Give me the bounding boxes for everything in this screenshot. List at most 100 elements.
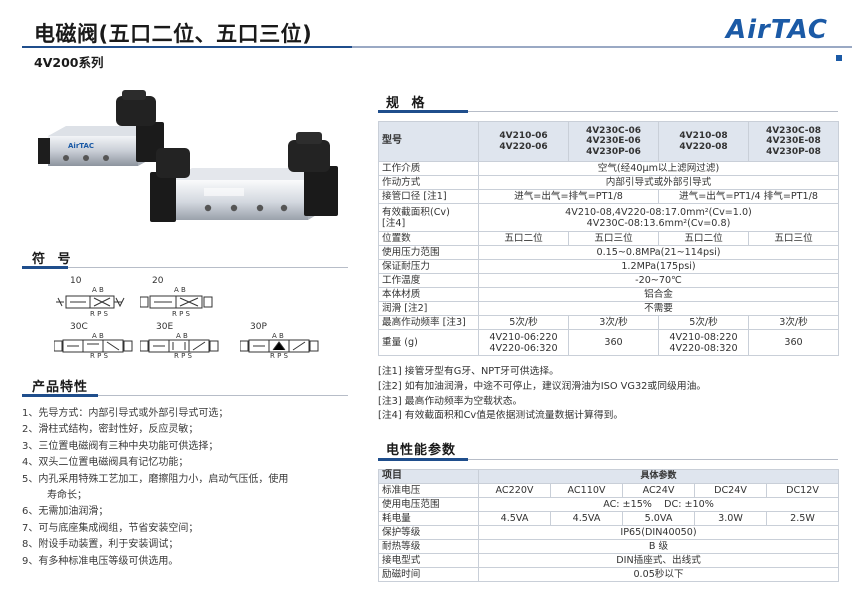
specs-heading: 规 格 [386,96,429,111]
table-row: 耐热等级 B 级 [378,539,840,554]
row-value-line: 4V230C-08:13.6mm²(Cv=0.8) [586,217,731,229]
row-value: 0.05秒以下 [477,567,840,582]
table-row: 润滑 [注2] 不需要 [378,301,839,316]
page-subtitle: 4V200系列 [34,55,104,70]
table-row: 使用压力范围 0.15~0.8MPa(21~114psi) [378,245,839,260]
table-row: 保证耐压力 1.2MPa(175psi) [378,259,839,274]
title-divider [22,46,852,48]
row-label: 保证耐压力 [378,259,479,274]
row-value: AC110V [550,483,623,498]
specs-header-label: 型号 [378,121,479,162]
symbol-ports-top: A B [272,332,284,340]
brand-logo-mark: AirTAC [724,15,828,45]
row-value: 2.5W [765,511,840,526]
row-value: 铝合金 [478,287,839,302]
feature-item: 7、可与底座集成阀组，节省安装空间； [22,522,199,534]
symbol-ports-top: A B [92,286,104,294]
row-value: 1.2MPa(175psi) [478,259,839,274]
table-row: 重量 (g) 4V210-06:220 4V220-06:320 360 4V2… [378,329,839,356]
symbol-ports-bottom: R P S [174,352,192,360]
row-label: 励磁时间 [378,567,479,582]
specs-model-col: 4V210-06 4V220-06 [478,121,569,162]
row-label: 耗电量 [378,511,479,526]
table-row: 本体材质 铝合金 [378,287,839,302]
electrical-table: 项目 具体参数 标准电压 AC220V AC110V AC24V DC24V D… [378,469,840,582]
table-row: 位置数 五口二位 五口三位 五口二位 五口三位 [378,231,839,246]
specs-model-col: 4V230C-06 4V230E-06 4V230P-06 [568,121,659,162]
row-value: 4V210-08,4V220-08:17.0mm²(Cv=1.0) 4V230C… [478,203,839,232]
feature-item: 3、三位置电磁阀有三种中央功能可供选择； [22,440,219,452]
row-value-line: 4V210-08,4V220-08:17.0mm²(Cv=1.0) [565,206,752,218]
row-value: 3次/秒 [748,315,839,330]
row-value: AC24V [622,483,695,498]
row-label: 接管口径 [注1] [378,189,479,204]
table-row: 标准电压 AC220V AC110V AC24V DC24V DC12V [378,483,840,498]
row-value: 4V210-08:220 4V220-08:320 [658,329,749,356]
symbol-code-20: 20 [152,276,164,286]
table-row: 保护等级 IP65(DIN40050) [378,525,840,540]
row-value: 4.5VA [550,511,623,526]
row-label: 保护等级 [378,525,479,540]
row-label: 润滑 [注2] [378,301,479,316]
row-value: AC220V [478,483,551,498]
feature-item: 1、先导方式：内部引导式或外部引导式可选； [22,408,229,419]
row-value: 5.0VA [622,511,695,526]
symbol-code-30e: 30E [156,322,174,332]
row-label: 使用压力范围 [378,245,479,260]
table-row: 耗电量 4.5VA 4.5VA 5.0VA 3.0W 2.5W [378,511,840,526]
specs-notes: [注1] 接管牙型有G牙、NPT牙可供选择。 [注2] 如有加油润滑，中途不可停… [378,365,848,424]
product-photo: AirTAC [38,88,350,243]
features-heading-accent [22,394,98,397]
row-label: 作动方式 [378,175,479,190]
note-item: [注4] 有效截面积和Cv值是依据测试流量数据计算得到。 [378,410,624,422]
row-value: 3.0W [694,511,767,526]
symbol-code-30c: 30C [70,322,88,332]
row-value: 5次/秒 [478,315,569,330]
row-label: 本体材质 [378,287,479,302]
table-row: 接管口径 [注1] 进气=出气=排气=PT1/8 进气=出气=PT1/4 排气=… [378,189,839,204]
symbol-code-30p: 30P [250,322,267,332]
row-value: 4.5VA [478,511,551,526]
row-label: 工作介质 [378,161,479,176]
title-divider-accent [22,46,352,48]
row-value: 五口三位 [748,231,839,246]
feature-item: 4、双头二位置电磁阀具有记忆功能； [22,457,189,469]
note-item: [注2] 如有加油润滑，中途不可停止，建议润滑油为ISO VG32或同级用油。 [378,380,707,392]
symbol-ports-bottom: R P S [90,352,108,360]
row-value: DIN插座式、出线式 [477,553,840,568]
electrical-heading-rule [468,459,838,460]
symbol-ports-top: A B [176,332,188,340]
feature-item: 9、有多种标准电压等级可供选用。 [22,555,179,567]
page-title: 电磁阀(五口二位、五口三位) [34,22,313,46]
row-value: AC: ±15% DC: ±10% [477,497,840,512]
table-row: 最高作动频率 [注3] 5次/秒 3次/秒 5次/秒 3次/秒 [378,315,839,330]
symbol-diagrams: 10 A B R P S 20 A B R P S 30C A B R P S … [50,276,350,360]
row-value: -20~70℃ [478,273,839,288]
note-item: [注3] 最高作动频率为空载状态。 [378,395,523,407]
row-value: 五口三位 [568,231,659,246]
row-value: 4V210-06:220 4V220-06:320 [478,329,569,356]
row-label: 最高作动频率 [注3] [378,315,479,330]
row-value: 五口二位 [658,231,749,246]
feature-item: 2、滑柱式结构，密封性好，反应灵敏； [22,424,199,436]
row-value: 内部引导式或外部引导式 [478,175,839,190]
row-value: 进气=出气=排气=PT1/8 [478,189,659,204]
row-value: 3次/秒 [568,315,659,330]
feature-item: 寿命长； [47,490,87,502]
symbol-ports-bottom: R P S [172,310,190,318]
symbols-heading: 符 号 [32,252,75,267]
symbol-ports-top: A B [92,332,104,340]
row-label: 工作温度 [378,273,479,288]
electrical-heading: 电性能参数 [386,443,457,458]
table-row: 作动方式 内部引导式或外部引导式 [378,175,839,190]
row-value: 360 [568,329,659,356]
row-value: DC12V [765,483,840,498]
symbol-ports-bottom: R P S [90,310,108,318]
table-row: 工作温度 -20~70℃ [378,273,839,288]
symbol-30p-diagram [239,338,320,358]
table-row: 有效截面积(Cv) [注4] 4V210-08,4V220-08:17.0mm²… [378,203,839,232]
note-item: [注1] 接管牙型有G牙、NPT牙可供选择。 [378,366,559,377]
svg-text:AirTAC: AirTAC [724,15,828,44]
row-label: 接电型式 [378,553,479,568]
symbol-ports-top: A B [174,286,186,294]
